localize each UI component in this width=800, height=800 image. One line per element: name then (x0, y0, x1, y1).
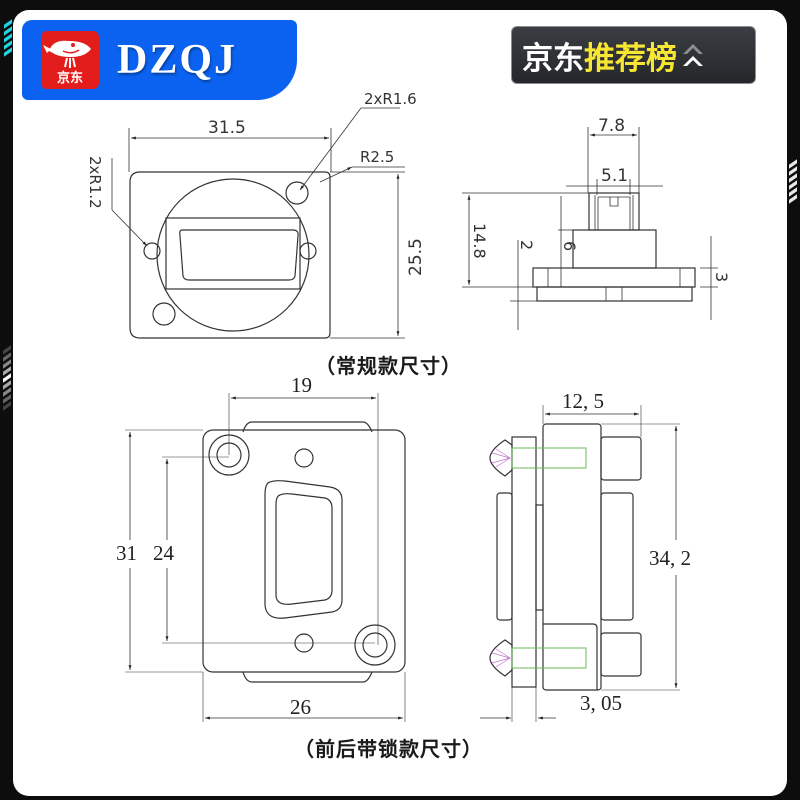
regular-side-view (462, 127, 718, 330)
jd-dog-icon (43, 40, 91, 68)
brand-name: DZQJ (117, 37, 238, 83)
decorative-stripes-white (789, 159, 797, 204)
dim-6: 6 (560, 241, 579, 251)
rank-badge-yellow-text: 推荐榜 (584, 40, 677, 76)
jd-recommendation-badge[interactable]: 京东 推荐榜 (511, 26, 756, 84)
dim-2xr1-2: 2xR1.2 (86, 156, 104, 209)
locking-front-view (125, 393, 406, 722)
regular-model-caption: （常规款尺寸） (315, 356, 462, 378)
dim-2xr1-6: 2xR1.6 (364, 90, 417, 108)
brand-banner: 京东 DZQJ (22, 20, 297, 100)
dim-25-5: 25.5 (406, 238, 426, 276)
dim-26: 26 (290, 695, 311, 719)
locking-side-view (480, 405, 680, 722)
dim-3-05: 3, 05 (580, 691, 622, 715)
double-chevron-up-icon (683, 44, 703, 66)
dim-31-5: 31.5 (208, 118, 246, 138)
dim-12-5: 12, 5 (562, 389, 604, 413)
dim-3: 3 (712, 272, 731, 282)
decorative-stripes-cyan (4, 19, 12, 57)
product-card: 京东 DZQJ 京东 推荐榜 (13, 10, 787, 796)
jd-logo: 京东 (41, 31, 99, 89)
dim-19: 19 (291, 373, 312, 397)
technical-drawings: 31.5 2xR1.6 R2.5 2xR1.2 25.5 (86, 90, 731, 722)
locking-model-caption: （前后带锁款尺寸） (294, 739, 483, 761)
dim-2: 2 (517, 240, 536, 250)
dim-r2-5: R2.5 (360, 148, 394, 166)
dim-24: 24 (153, 541, 175, 565)
rank-badge-white-text: 京东 (522, 40, 584, 76)
jd-logo-text: 京东 (56, 70, 83, 85)
dim-14-8: 14.8 (470, 223, 489, 259)
regular-front-view (111, 107, 405, 339)
dim-34-2: 34, 2 (649, 546, 691, 570)
dim-7-8: 7.8 (598, 116, 625, 136)
dim-5-1: 5.1 (601, 166, 628, 186)
dim-31: 31 (116, 541, 137, 565)
decorative-stripes-gray (3, 345, 11, 411)
